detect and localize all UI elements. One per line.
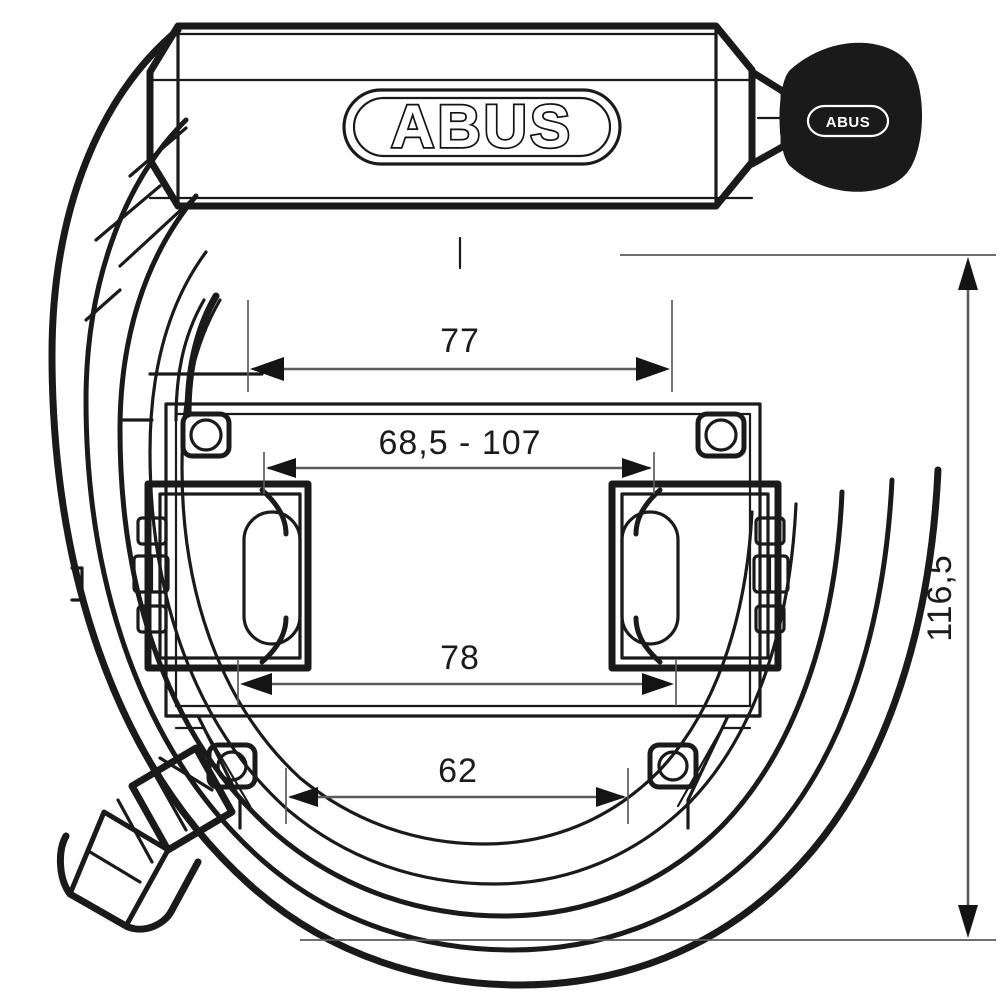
dimension-77: 77: [247, 300, 673, 392]
dimension-116-5: 116,5: [300, 254, 996, 941]
dim-78-arrow-left: [240, 673, 272, 695]
ring-inner-bore-arc: [180, 298, 754, 846]
dim-62-arrow-right: [596, 787, 626, 807]
dim-62-arrow-left: [288, 787, 318, 807]
ring-casing-arc-4: [148, 250, 798, 886]
dim-685-arrow-right: [622, 458, 652, 478]
dim-77-arrow-right: [636, 357, 670, 381]
ring-segment-tick-2: [84, 288, 122, 322]
plugin-port-rib-2: [116, 798, 154, 864]
mount-hole-upper-left-housing: [180, 411, 232, 459]
mount-hole-upper-right-housing: [695, 411, 747, 459]
dim-685-arrow-left: [266, 458, 296, 478]
clamp-right-slot: [620, 510, 680, 646]
mount-hole-lower-left: [216, 750, 248, 782]
clamp-right-body: [608, 480, 782, 672]
ring-segment-tick-3: [94, 184, 162, 242]
mount-hole-upper-right: [704, 418, 738, 452]
clamp-left-jaw-upper: [259, 487, 289, 537]
key-assembly: ABUS: [748, 42, 923, 192]
abus-wordmark: ABUS: [391, 93, 573, 160]
key-center-plate: [800, 100, 896, 142]
dim-1165-arrow-top: [958, 257, 978, 290]
clamp-right-jaw-lower: [633, 615, 663, 665]
logo-bezel-outer: [342, 88, 622, 166]
mount-hole-lower-right: [657, 750, 689, 782]
key-bow-rib-upper: [806, 74, 894, 104]
plugin-port-rib-4: [158, 756, 214, 792]
clamp-right-rail-tooth-top: [754, 516, 786, 546]
outer-ring-contour: [48, 26, 942, 989]
plugin-port-sleeve: [67, 809, 171, 929]
mount-hole-upper-left: [189, 418, 223, 452]
inner-guard-bar: [184, 292, 220, 418]
cable-plugin-port: [56, 744, 236, 933]
clamp-left-slot: [242, 510, 302, 646]
key-abus-mark: ABUS: [826, 114, 871, 131]
dim-685-label: 68,5 - 107: [378, 424, 541, 462]
clamp-left: [132, 480, 312, 672]
outer-ring-inner-edge: [83, 117, 895, 953]
clamp-left-rail-tooth-bottom: [136, 604, 168, 634]
inner-guard-bar-edge: [174, 298, 206, 422]
dim-77-arrow-left: [250, 357, 284, 381]
mount-hole-lower-right-housing: [647, 742, 699, 790]
bracket-lower-left-arm-inner: [174, 726, 252, 808]
dimension-62: 62: [285, 752, 629, 824]
clamp-left-rail-tooth-top: [136, 516, 168, 546]
key-plate-bezel: [806, 104, 890, 138]
plugin-port-rib-3: [88, 850, 142, 884]
lock-top-housing: ABUS: [146, 22, 756, 210]
dim-1165-arrow-bottom: [958, 905, 978, 938]
dimension-68-5-107: 68,5 - 107: [263, 424, 655, 494]
clamp-right-rail-tooth-bottom: [754, 604, 786, 634]
bracket-backplate-inner: [174, 412, 752, 708]
dimension-78: 78: [237, 639, 677, 706]
dim-77-label: 77: [440, 322, 480, 360]
left-latch-nub: [70, 566, 84, 602]
ring-casing-arc-3: [117, 193, 845, 919]
clamp-right-jaw-upper: [633, 487, 663, 537]
dim-78-arrow-right: [642, 673, 674, 695]
bracket-lower-right-arm-inner: [676, 726, 752, 808]
logo-bezel-inner: [352, 96, 612, 158]
plugin-port-body: [128, 744, 236, 854]
bracket-lower-left-arm: [164, 714, 242, 830]
dim-78-label: 78: [440, 639, 480, 677]
clamp-left-body-inner: [158, 492, 302, 660]
lock-body-shackle-ring: [48, 26, 942, 989]
plugin-port-rib-1: [148, 764, 188, 832]
key-bow-rib-lower: [806, 146, 894, 174]
dim-62-label: 62: [438, 752, 478, 790]
dim-1165-label: 116,5: [921, 554, 959, 642]
bracket-lower-right-arm: [686, 714, 762, 830]
clamp-right: [608, 480, 790, 672]
clamp-left-jaw-lower: [259, 615, 289, 665]
